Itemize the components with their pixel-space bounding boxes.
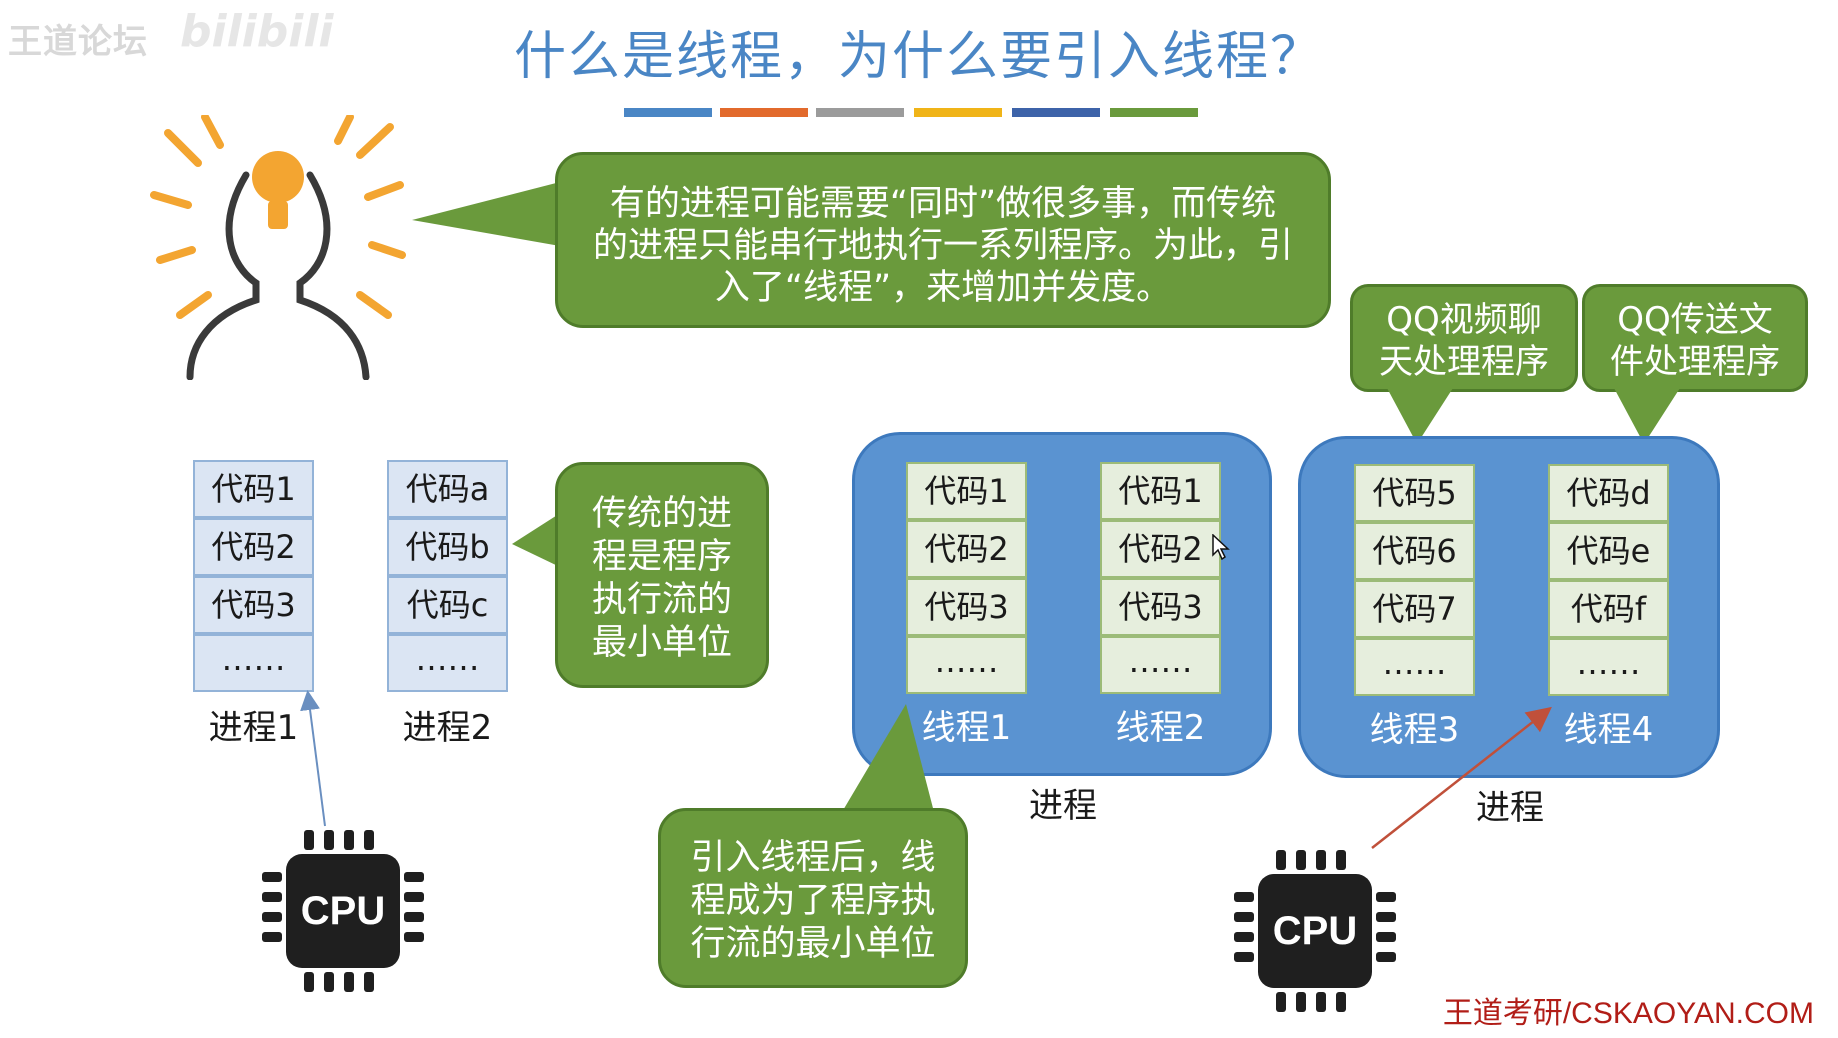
thread3-label: 线程3	[1369, 710, 1460, 750]
intro-bubble: 有的进程可能需要“同时”做很多事，而传统 的进程只能串行地执行一系列程序。为此，…	[555, 152, 1331, 328]
thread2-cell-1: 代码1	[1100, 462, 1221, 520]
watermark-bilibili: bilibili	[180, 6, 334, 57]
lightbulb-person-icon	[150, 115, 406, 380]
process1-cell-4: ……	[193, 634, 314, 692]
thread4-cell-1: 代码d	[1548, 464, 1669, 522]
traditional-bubble: 传统的进 程是程序 执行流的 最小单位	[555, 462, 769, 688]
thread4-cell-4: ……	[1548, 638, 1669, 696]
traditional-line-2: 程是程序	[591, 537, 732, 577]
process2-label: 进程2	[402, 708, 493, 748]
watermark-wangdao: 王道论坛	[8, 22, 148, 62]
thread3-cell-1: 代码5	[1354, 464, 1475, 522]
intro-bubble-tail	[412, 182, 560, 246]
cpu2-arrow	[1371, 706, 1552, 849]
cpu-label-left: CPU	[286, 854, 400, 968]
title-bar-6	[1110, 108, 1198, 117]
qq-file-line-1: QQ传送文	[1617, 300, 1773, 340]
cpu1-arrow	[300, 690, 326, 827]
cpu-icon-left: CPU	[258, 826, 428, 996]
after-bubble: 引入线程后，线 程成为了程序执 行流的最小单位	[658, 808, 968, 988]
thread3-cell-2: 代码6	[1354, 522, 1475, 580]
thread4-label: 线程4	[1563, 710, 1654, 750]
process1-cell-1: 代码1	[193, 460, 314, 518]
qq-video-line-2: 天处理程序	[1379, 342, 1549, 382]
after-bubble-tail	[842, 704, 934, 812]
title-bar-5	[1012, 108, 1100, 117]
intro-line-1: 有的进程可能需要“同时”做很多事，而传统	[609, 184, 1277, 224]
title-bar-4	[914, 108, 1002, 117]
thread2-cell-4: ……	[1100, 636, 1221, 694]
title-bar-3	[816, 108, 904, 117]
thread1-cell-4: ……	[906, 636, 1027, 694]
qq-file-line-2: 件处理程序	[1610, 342, 1780, 382]
qq-file-bubble-tail	[1614, 388, 1680, 444]
process2-cell-4: ……	[387, 634, 508, 692]
thread1-cell-1: 代码1	[906, 462, 1027, 520]
slide-title: 什么是线程，为什么要引入线程？	[513, 27, 1324, 87]
thread4-cell-3: 代码f	[1548, 580, 1669, 638]
qq-video-line-1: QQ视频聊	[1386, 300, 1542, 340]
thread3-cell-4: ……	[1354, 638, 1475, 696]
qq-video-bubble-tail	[1387, 388, 1453, 444]
mouse-cursor-icon	[1212, 534, 1230, 560]
thread4-cell-2: 代码e	[1548, 522, 1669, 580]
after-line-2: 程成为了程序执	[690, 881, 936, 921]
process-caption-a: 进程	[1029, 786, 1097, 826]
process1-cell-3: 代码3	[193, 576, 314, 634]
process-caption-b: 进程	[1476, 788, 1544, 828]
after-line-3: 行流的最小单位	[690, 924, 936, 964]
process1-cell-2: 代码2	[193, 518, 314, 576]
title-bar-1	[624, 108, 712, 117]
process2-cell-2: 代码b	[387, 518, 508, 576]
thread2-label: 线程2	[1115, 708, 1206, 748]
thread2-cell-2: 代码2	[1100, 520, 1221, 578]
traditional-line-3: 执行流的	[591, 580, 732, 620]
thread2-cell-3: 代码3	[1100, 578, 1221, 636]
intro-line-2: 的进程只能串行地执行一系列程序。为此，引	[592, 226, 1293, 266]
thread1-label: 线程1	[921, 708, 1012, 748]
traditional-line-1: 传统的进	[591, 494, 732, 534]
qq-file-bubble: QQ传送文 件处理程序	[1582, 284, 1808, 392]
traditional-bubble-tail	[512, 512, 562, 568]
traditional-line-4: 最小单位	[591, 623, 732, 663]
thread3-cell-3: 代码7	[1354, 580, 1475, 638]
intro-line-3: 入了“线程”，来增加并发度。	[714, 268, 1172, 308]
cpu-icon-right: CPU	[1230, 846, 1400, 1016]
process2-cell-1: 代码a	[387, 460, 508, 518]
process1-label: 进程1	[208, 708, 299, 748]
after-line-1: 引入线程后，线	[690, 838, 936, 878]
cpu-label-right: CPU	[1258, 874, 1372, 988]
process2-cell-3: 代码c	[387, 576, 508, 634]
title-bar-2	[720, 108, 808, 117]
thread1-cell-2: 代码2	[906, 520, 1027, 578]
qq-video-bubble: QQ视频聊 天处理程序	[1350, 284, 1578, 392]
thread1-cell-3: 代码3	[906, 578, 1027, 636]
footer-brand: 王道考研/CSKAOYAN.COM	[1442, 997, 1814, 1030]
